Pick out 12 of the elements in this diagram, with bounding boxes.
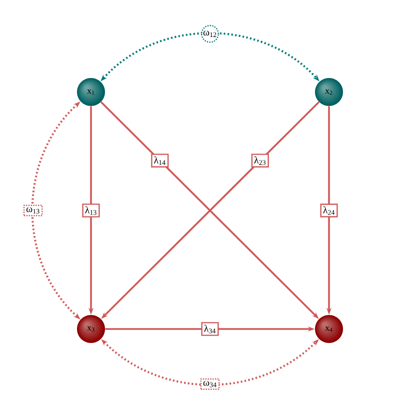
edge-label: λ$_{13}$ xyxy=(82,204,100,218)
edge-label: λ$_{23}$ xyxy=(251,154,269,168)
variable-ball: x$_{3}$ xyxy=(77,315,105,343)
edge-label: λ$_{34}$ xyxy=(201,322,219,336)
edge-label: λ$_{24}$ xyxy=(320,204,338,218)
variable-ball: x$_{1}$ xyxy=(77,78,105,106)
variable-ball: x$_{4}$ xyxy=(315,315,343,343)
edge-label: ω$_{34}$ xyxy=(200,378,220,390)
edge-label: ω$_{12}$ xyxy=(201,24,219,43)
edge-label: λ$_{14}$ xyxy=(151,154,169,168)
variable-ball: x$_{2}$ xyxy=(315,78,343,106)
edge-label: ω$_{13}$ xyxy=(23,204,43,216)
